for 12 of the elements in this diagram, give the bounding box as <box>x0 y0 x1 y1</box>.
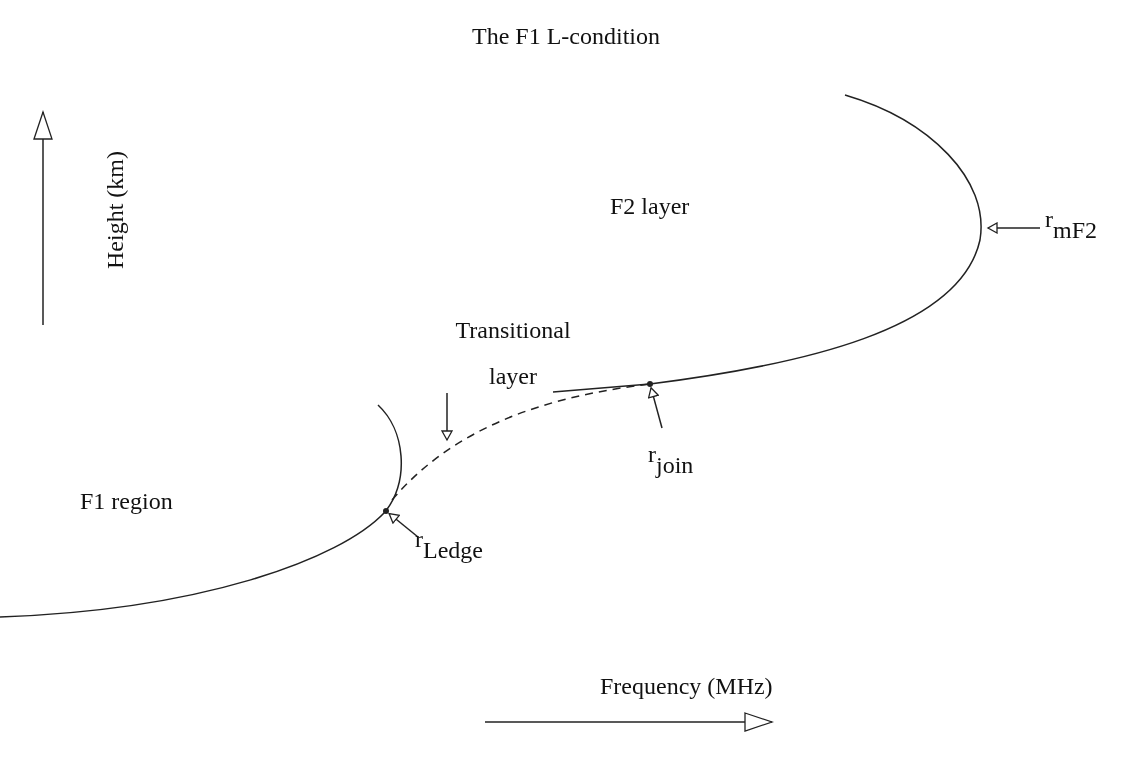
arrow <box>441 392 453 441</box>
arrow <box>388 512 419 538</box>
point-marker <box>383 508 389 514</box>
arrow <box>987 222 1041 234</box>
callout-label: Transitional layer <box>443 308 583 400</box>
arrow <box>647 387 663 429</box>
point-marker <box>647 381 653 387</box>
region-label: F1 region <box>80 487 173 516</box>
diagram-title: The F1 L-condition <box>472 22 660 51</box>
axis-label: Frequency (MHz) <box>600 672 773 701</box>
region-label: F2 layer <box>610 192 690 221</box>
axis-label: Height (km) <box>100 151 129 269</box>
